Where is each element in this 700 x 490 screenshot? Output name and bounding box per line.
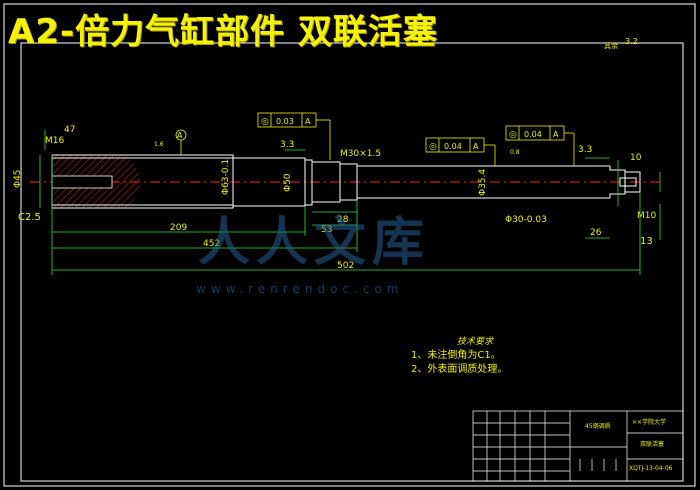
- tol2-ref: A: [473, 142, 479, 151]
- page-title: A2-倍力气缸部件 双联活塞: [8, 12, 438, 52]
- tol2-symbol: ◎: [429, 142, 437, 152]
- rough-rest-label: 其余: [604, 41, 618, 50]
- dim-3-3-b: 3.3: [578, 145, 592, 155]
- tol1-symbol: ◎: [261, 117, 269, 127]
- datum-a-label: A: [177, 131, 183, 140]
- tol3-ref: A: [553, 130, 559, 139]
- dim-209: 209: [170, 223, 187, 233]
- technical-notes: 技术要求 1、未注倒角为C1。 2、外表面调质处理。: [411, 335, 507, 377]
- dim-35: Φ35.4: [478, 169, 488, 196]
- dim-50: Φ50: [283, 173, 293, 192]
- rough-0-8: 0.8: [510, 149, 520, 156]
- tb-drawing-no: XQTJ-13-04-06: [629, 465, 673, 472]
- outer-border: [3, 3, 696, 487]
- dim-45: Φ45: [13, 169, 23, 188]
- dim-m10: M10: [637, 211, 656, 221]
- tol3-value: 0.04: [524, 130, 542, 139]
- dim-30: Φ30-0.03: [505, 215, 547, 225]
- dimension-text: 47 M16 Φ45 C2.5 1.6 0.8 3.3 3.3 M30×1.5 …: [13, 37, 656, 271]
- notes-heading: 技术要求: [457, 337, 494, 347]
- tol1-ref: A: [305, 117, 311, 126]
- watermark-name: 人人文库: [198, 212, 431, 273]
- piston-outline: [51, 154, 641, 209]
- dim-63: Φ63-0.1: [221, 159, 231, 195]
- watermark-url: www.renrendoc.com: [196, 282, 404, 296]
- tol2-value: 0.04: [444, 142, 462, 151]
- inner-border: [20, 42, 684, 482]
- dim-thread: M30×1.5: [340, 149, 381, 159]
- dim-10: 10: [630, 153, 642, 163]
- rough-rest-value: 3.2: [625, 37, 638, 46]
- left-bore: [51, 175, 113, 189]
- tol3-symbol: ◎: [509, 130, 517, 140]
- tb-part-name: 双联活塞: [640, 440, 664, 448]
- dim-47: 47: [64, 125, 75, 135]
- dim-13: 13: [640, 236, 653, 247]
- dim-c25: C2.5: [18, 212, 41, 223]
- tol1-value: 0.03: [276, 117, 294, 126]
- dim-28: 28: [337, 215, 349, 225]
- tolerance-frames: [175, 112, 575, 166]
- tb-material: 45钢调质: [585, 422, 611, 430]
- dim-452: 452: [203, 239, 220, 249]
- title-block: [472, 410, 684, 482]
- rough-1-6: 1.6: [154, 141, 164, 148]
- dim-m16: M16: [45, 136, 64, 146]
- note-item-2: 2、外表面调质处理。: [411, 364, 508, 375]
- dim-53: 53: [321, 225, 332, 235]
- tb-school: ××学院大学: [632, 418, 666, 426]
- note-item-1: 1、未注倒角为C1。: [411, 350, 501, 361]
- dim-502: 502: [337, 261, 354, 271]
- dim-26: 26: [590, 228, 602, 238]
- dimension-lines: [39, 130, 661, 275]
- dim-3-3-a: 3.3: [280, 140, 294, 150]
